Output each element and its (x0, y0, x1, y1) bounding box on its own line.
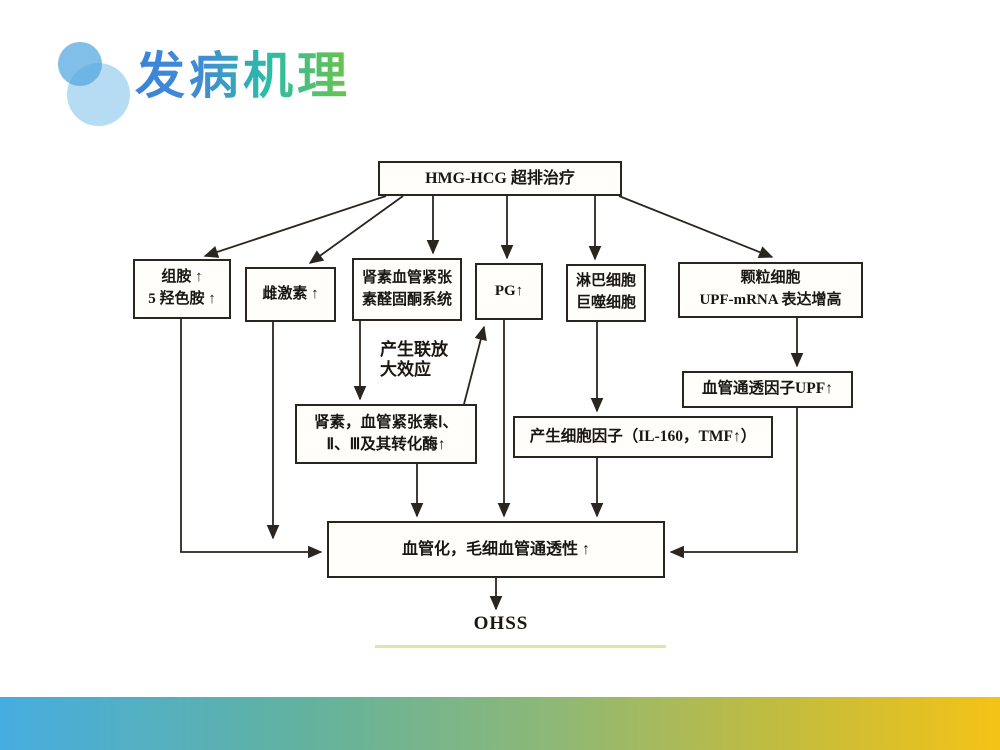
note-cascade-line2: 大效应 (380, 360, 431, 380)
node-treatment: HMG-HCG 超排治疗 (378, 161, 622, 196)
arrow-treatment-histamine (203, 195, 387, 258)
page-title: 发病机理 (135, 48, 351, 104)
node-granulosa-line2: UPF-mRNA 表达增高 (699, 292, 842, 308)
node-cytokine-text: 产生细胞因子（IL-160，TMF↑） (529, 427, 757, 445)
arrow-renin-pg (462, 325, 487, 409)
node-histamine: 组胺 ↑ 5 羟色胺 ↑ (133, 259, 231, 319)
arrow-treatment-granulosa (618, 195, 774, 259)
node-lymphocyte-line2: 巨噬细胞 (575, 295, 636, 311)
node-estrogen-text: 雌激素 ↑ (262, 285, 319, 302)
node-granulosa: 颗粒细胞 UPF-mRNA 表达增高 (678, 262, 863, 318)
node-raas-line1: 肾素血管紧张 (361, 269, 452, 286)
node-renin-line1: 肾素，血管紧张素Ⅰ、 (313, 413, 459, 431)
arrow-treatment-estrogen (308, 195, 404, 264)
node-upf-text: 血管通透因子UPF↑ (702, 380, 833, 398)
note-cascade-line1: 产生联放 (380, 340, 448, 359)
node-pg-text: PG↑ (494, 282, 524, 299)
decor-circle-small (58, 42, 102, 86)
ohss-underline (375, 645, 666, 648)
node-treatment-text: HMG-HCG 超排治疗 (425, 169, 575, 187)
note-cascade-effect: 产生联放 大效应 (380, 340, 448, 381)
node-vascular: 血管化，毛细血管通透性 ↑ (327, 521, 665, 578)
node-ohss: OHSS (473, 613, 529, 634)
node-histamine-line1: 组胺 ↑ (161, 269, 203, 286)
node-lymphocyte: 淋巴细胞 巨噬细胞 (566, 264, 646, 322)
footer-gradient-bar (0, 697, 1000, 750)
node-vascular-text: 血管化，毛细血管通透性 ↑ (401, 540, 590, 558)
node-estrogen: 雌激素 ↑ (245, 267, 336, 322)
node-raas: 肾素血管紧张 素醛固酮系统 (352, 258, 462, 321)
node-renin: 肾素，血管紧张素Ⅰ、 Ⅱ、Ⅲ及其转化酶↑ (295, 404, 477, 464)
node-upf: 血管通透因子UPF↑ (682, 371, 853, 408)
node-cytokine: 产生细胞因子（IL-160，TMF↑） (513, 416, 773, 458)
node-pg: PG↑ (475, 263, 543, 320)
node-raas-line2: 素醛固酮系统 (361, 291, 452, 308)
node-renin-line2: Ⅱ、Ⅲ及其转化酶↑ (326, 436, 446, 453)
node-histamine-line2: 5 羟色胺 ↑ (148, 291, 216, 307)
node-granulosa-line1: 颗粒细胞 (740, 270, 801, 287)
node-lymphocyte-line1: 淋巴细胞 (575, 273, 636, 290)
